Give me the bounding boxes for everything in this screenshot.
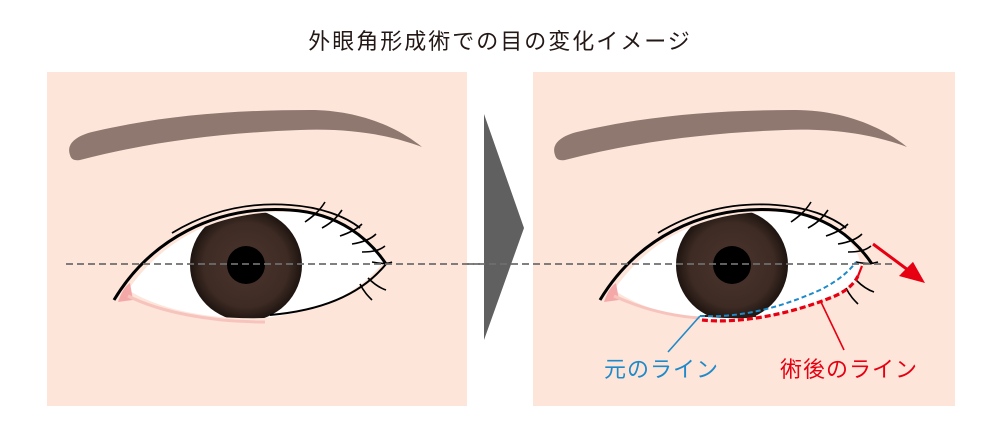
postop-eye-line [701,275,860,323]
eyebrow [554,110,907,161]
eyebrow [69,110,422,161]
upper-eyelid [598,208,874,301]
pupil [713,246,751,284]
original-eye-line [699,261,857,318]
upper-eyelid [112,208,388,301]
original-line-leader [667,315,701,353]
lower-lid-shadow [127,294,266,324]
lower-eyelid [269,263,387,316]
postop-line-leader [820,301,845,351]
pupil [227,246,265,284]
panel-after [533,72,955,406]
direction-arrow-icon [872,242,925,283]
postop-line-label: 術後のライン [780,358,919,383]
original-line-label: 元のライン [604,358,720,383]
diagram-title: 外眼角形成術での目の変化イメージ [308,30,692,55]
transition-arrow-icon [484,114,524,340]
double-eyelid-crease [171,203,361,234]
eyelashes [790,201,879,305]
lower-lid-shadow [613,294,701,320]
panel-before [47,72,480,406]
double-eyelid-crease [657,203,847,234]
eyelashes [304,201,393,301]
